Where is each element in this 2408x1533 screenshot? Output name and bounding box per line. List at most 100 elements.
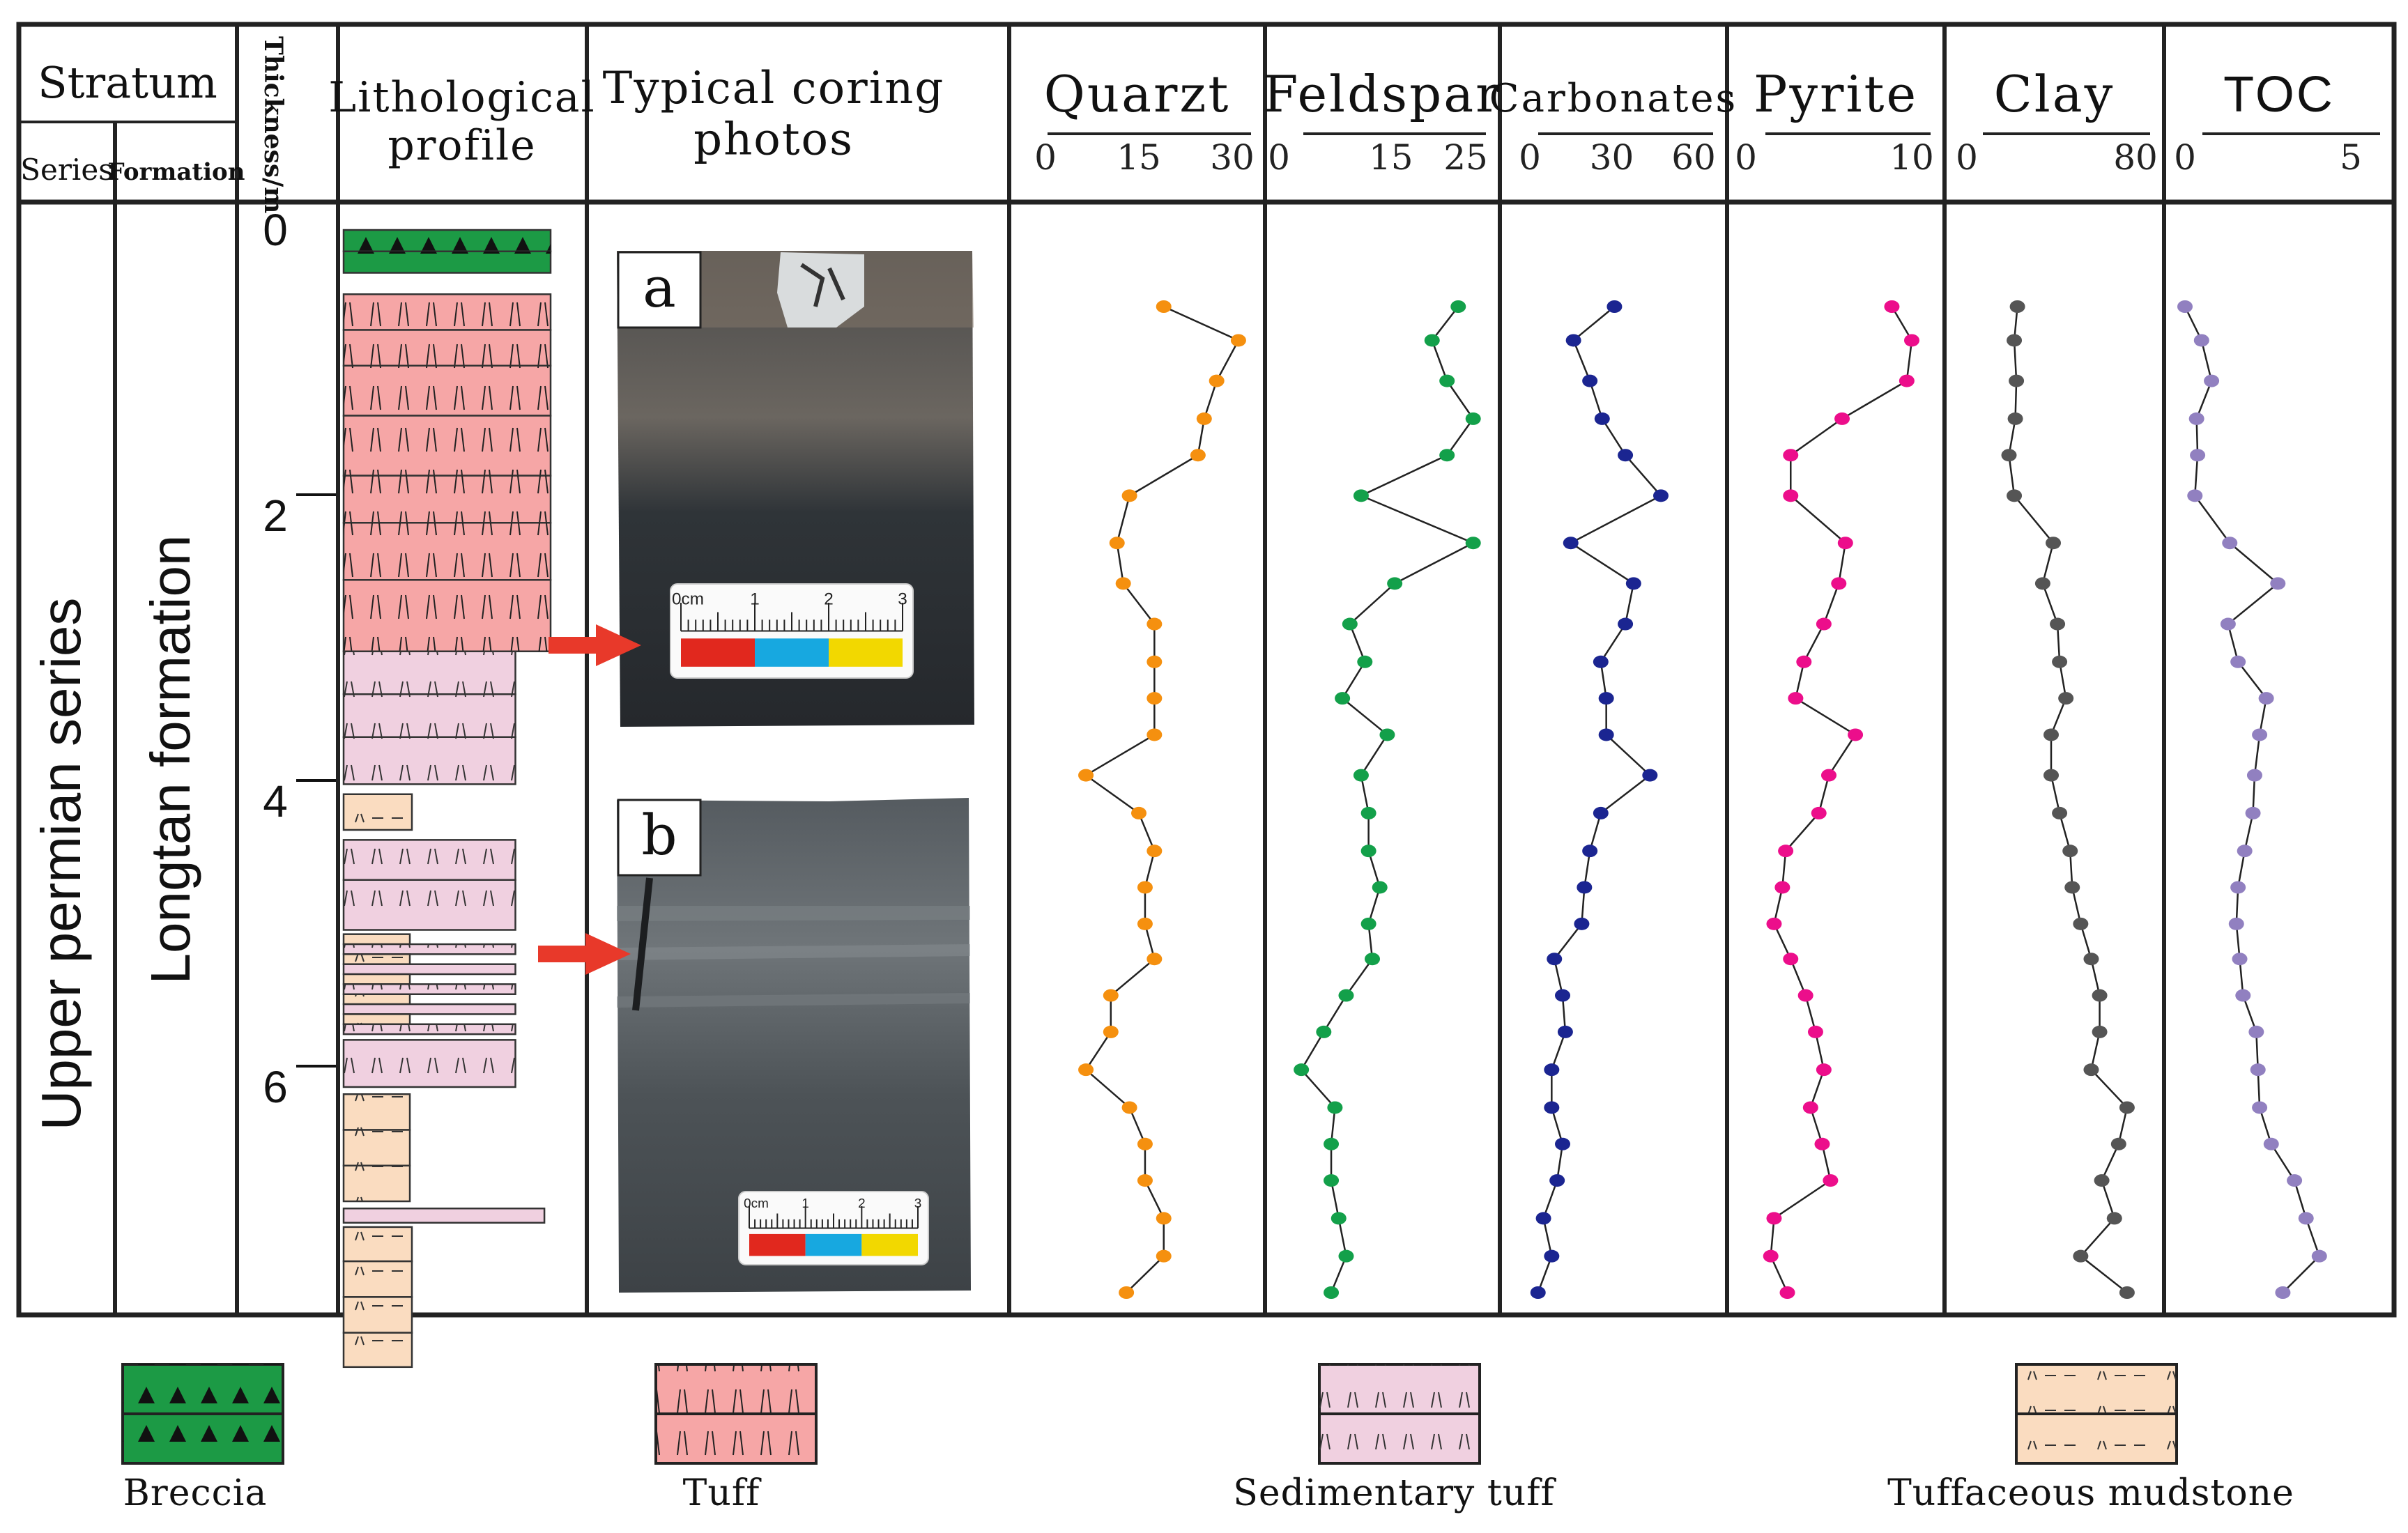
data-point <box>1353 769 1369 782</box>
data-point <box>1625 577 1641 590</box>
data-point <box>1555 989 1570 1002</box>
data-point <box>2052 806 2068 819</box>
data-point <box>1121 489 1137 502</box>
data-point <box>2263 1137 2279 1150</box>
data-point <box>1078 1063 1094 1077</box>
data-point <box>2043 728 2059 741</box>
data-point <box>1342 617 1358 631</box>
data-point <box>1766 1212 1782 1225</box>
scale-bar-label: 3 <box>898 590 907 609</box>
data-point <box>2001 449 2017 462</box>
data-point <box>1119 1286 1135 1299</box>
depth-tick-label: 0 <box>263 205 288 255</box>
data-point <box>1899 374 1915 387</box>
data-point <box>1811 806 1827 819</box>
data-point <box>1563 537 1579 550</box>
panel-tick-label: 10 <box>1889 137 1934 178</box>
panel-tick-label: 0 <box>1034 137 1057 178</box>
data-point <box>2106 1212 2122 1225</box>
scale-bar-color-block <box>755 638 829 667</box>
data-point <box>2258 692 2274 705</box>
data-point <box>2287 1174 2303 1187</box>
lithology-pattern <box>344 964 516 975</box>
data-point <box>1837 537 1853 550</box>
data-point <box>1774 881 1790 894</box>
data-point <box>2228 917 2244 930</box>
data-point <box>2275 1286 2291 1299</box>
data-point <box>1816 1063 1832 1077</box>
data-point <box>1535 1212 1551 1225</box>
data-point <box>2187 489 2203 502</box>
data-point <box>1593 806 1609 819</box>
series-header: Series <box>20 153 114 187</box>
panel-tick-label: 15 <box>1369 137 1413 178</box>
data-point <box>1577 881 1593 894</box>
scale-bar-color-block <box>805 1233 862 1256</box>
data-point <box>2092 989 2108 1002</box>
data-point <box>1156 1212 1172 1225</box>
data-point <box>2119 1101 2135 1114</box>
data-point <box>1230 334 1246 347</box>
data-point <box>2058 692 2074 705</box>
lithology-pattern <box>344 944 516 955</box>
data-point <box>1324 1137 1340 1150</box>
data-point <box>1821 769 1836 782</box>
data-point <box>1606 300 1623 313</box>
panel-tick-label: 5 <box>2340 137 2362 178</box>
panel-tick-label: 30 <box>1210 137 1255 178</box>
data-point <box>1324 1286 1340 1299</box>
data-point <box>1316 1025 1332 1038</box>
data-point <box>1424 334 1440 347</box>
lithology-pattern <box>344 330 551 366</box>
panel-tick-label: 0 <box>1956 137 1978 178</box>
depth-tick-label: 6 <box>263 1062 288 1112</box>
data-point <box>2110 1137 2126 1150</box>
data-point <box>1796 655 1812 668</box>
data-point <box>1147 728 1163 741</box>
panel-title: Feldspar <box>1263 65 1501 123</box>
data-point <box>2220 617 2236 631</box>
data-point <box>1582 374 1598 387</box>
data-point <box>1147 692 1163 705</box>
data-point <box>1450 300 1466 313</box>
scale-bar-color-block <box>861 1233 918 1256</box>
data-point <box>1078 769 1094 782</box>
photo-a-label: a <box>643 255 676 320</box>
data-point <box>1593 655 1609 668</box>
formation-label: Longtan formation <box>139 535 201 985</box>
data-point <box>1802 1101 1818 1114</box>
panel-tick-label: 80 <box>2113 137 2158 178</box>
data-point <box>1131 806 1147 819</box>
lithology-pattern <box>344 994 411 1005</box>
scale-bar-label: 1 <box>802 1196 809 1211</box>
data-point <box>1766 917 1782 930</box>
legend-label: Tuffaceous mudstone <box>1887 1472 2294 1514</box>
data-point <box>2230 881 2246 894</box>
data-point <box>2043 769 2059 782</box>
data-point <box>1338 989 1354 1002</box>
photo-a-label-box <box>617 251 702 329</box>
scale-bar-label: 0cm <box>744 1196 769 1211</box>
data-point <box>2190 449 2206 462</box>
lithology-pattern <box>344 1261 413 1297</box>
scale-bar-color-block <box>681 638 755 667</box>
lithology-pattern <box>344 1297 413 1333</box>
data-point <box>2270 577 2286 590</box>
data-point <box>1582 845 1598 858</box>
data-point <box>2007 334 2023 347</box>
data-point <box>2073 1249 2089 1263</box>
arrow-to-photo-a <box>549 624 641 666</box>
data-point <box>2246 769 2262 782</box>
data-point <box>1555 1137 1570 1150</box>
data-point <box>2083 1063 2099 1077</box>
data-point <box>1598 728 1614 741</box>
panel-title: Quarzt <box>1044 65 1231 123</box>
